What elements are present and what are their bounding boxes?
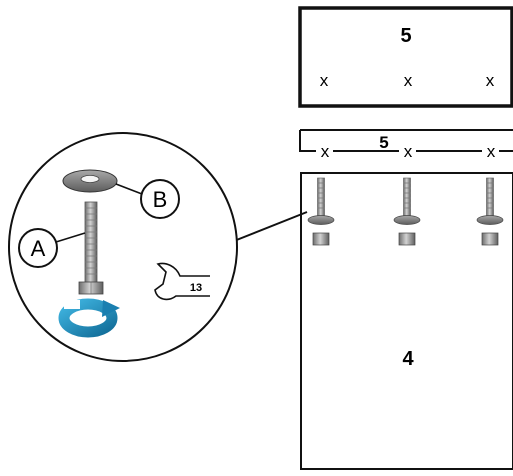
label-b-text: B	[153, 187, 168, 212]
rotate-arrow-icon	[58, 298, 120, 338]
top-panel-hole-mark: x	[404, 71, 413, 90]
strip-panel-hole-mark: x	[487, 142, 496, 161]
top-panel-hole-mark: x	[320, 71, 329, 90]
panel-bolt	[393, 177, 421, 246]
callout-leader-line	[233, 211, 308, 242]
bolt-part	[78, 201, 104, 295]
washer-part	[62, 169, 118, 193]
open-wrench-icon: 13	[154, 262, 210, 301]
wrench-size-label: 13	[190, 282, 202, 294]
panel-bolt	[307, 177, 335, 246]
top-panel-hole-mark: x	[486, 71, 495, 90]
strip-panel-hole-mark: x	[321, 142, 330, 161]
bottom-panel-number: 4	[402, 348, 414, 370]
label-a: A	[18, 228, 86, 268]
label-b: B	[115, 179, 180, 219]
label-a-text: A	[31, 236, 46, 261]
top-panel: 5 x x x	[298, 6, 513, 108]
strip-panel-hole-mark: x	[404, 142, 413, 161]
top-panel-number: 5	[400, 25, 411, 47]
strip-panel-number: 5	[379, 133, 388, 152]
panel-bolt	[476, 177, 504, 246]
strip-panel: 5 x x x	[299, 129, 513, 161]
detail-callout: A B 13	[8, 132, 238, 362]
